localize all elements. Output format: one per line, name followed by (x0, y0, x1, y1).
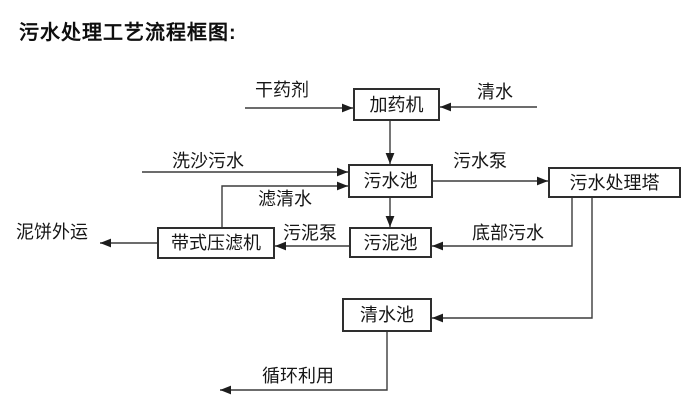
arrow-tower-to-clean-water-pool (432, 198, 593, 323)
node-belt-filter-press: 带式压滤机 (157, 227, 275, 259)
label-bottom-sewage: 底部污水 (472, 223, 544, 243)
arrow-bottom-sewage-to-sludge-pool (432, 198, 573, 251)
label-clean-water: 清水 (477, 82, 513, 102)
label-sand-washing-sewage: 洗沙污水 (172, 151, 244, 171)
node-clean-water-pool: 清水池 (342, 298, 432, 332)
label-dry-agent: 干药剂 (255, 80, 309, 100)
node-sewage-treatment-tower: 污水处理塔 (548, 167, 681, 198)
node-dosing-machine: 加药机 (353, 88, 440, 121)
label-sewage-pump: 污水泵 (453, 151, 507, 171)
label-recycle-use: 循环利用 (262, 366, 334, 386)
node-sewage-pool: 污水池 (348, 164, 433, 198)
arrow-filtered-water-to-sewage-pool (221, 181, 348, 227)
label-mud-cake-out: 泥饼外运 (16, 222, 88, 242)
label-sludge-pump: 污泥泵 (283, 223, 337, 243)
arrow-clean-water-pool-to-recycle (220, 332, 388, 395)
node-sludge-pool: 污泥池 (349, 227, 432, 258)
label-filtered-water: 滤清水 (258, 189, 312, 209)
page-title: 污水处理工艺流程框图: (19, 22, 237, 44)
